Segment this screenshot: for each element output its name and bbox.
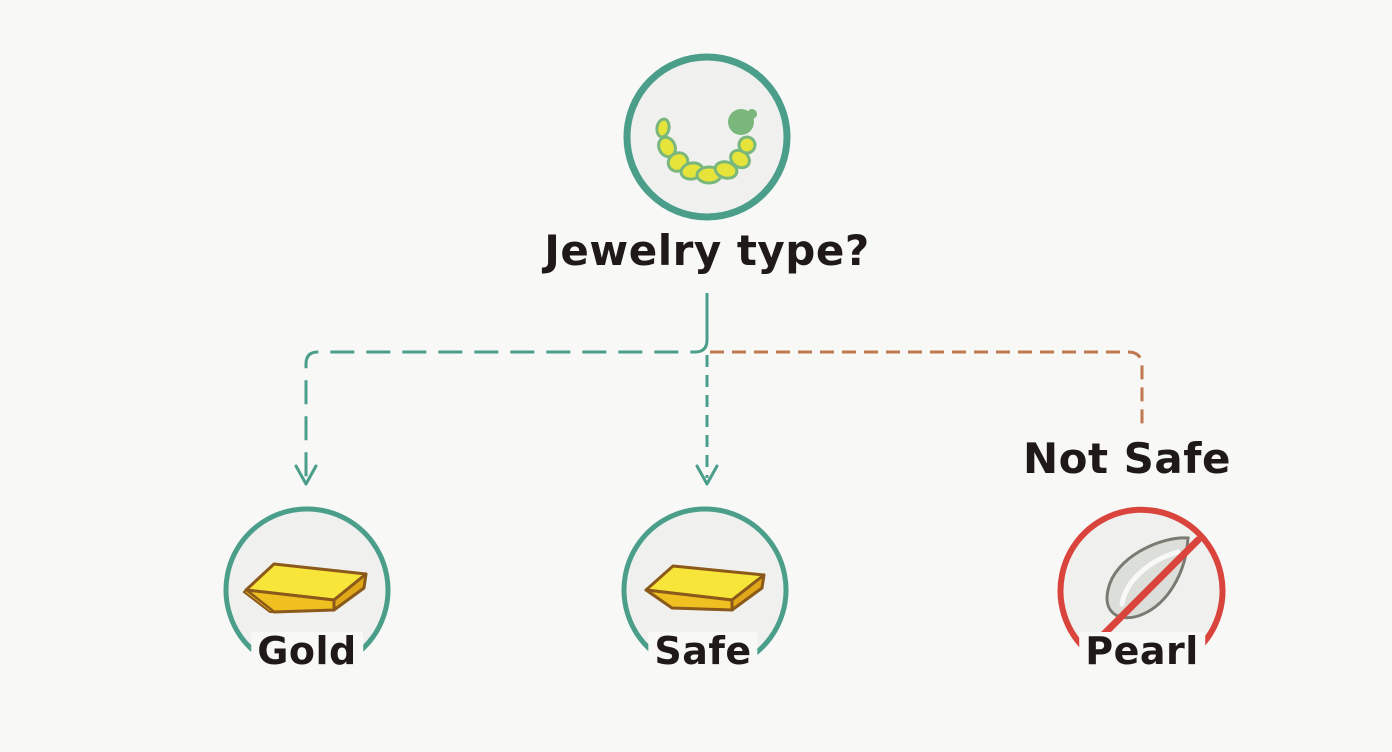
arrowhead-gold bbox=[294, 464, 318, 486]
root-label: Jewelry type? bbox=[544, 226, 870, 275]
gold-bar-icon bbox=[644, 564, 766, 612]
safe-node bbox=[621, 506, 789, 670]
branch-to-gold bbox=[304, 339, 709, 478]
gold-node-label: Gold bbox=[251, 631, 363, 672]
pearl-node bbox=[1057, 506, 1226, 670]
pearl-node-label: Pearl bbox=[1079, 631, 1205, 672]
root-node bbox=[623, 53, 791, 221]
arrowhead-safe bbox=[695, 464, 719, 486]
gold-bar-icon bbox=[242, 562, 368, 614]
gold-node bbox=[223, 506, 391, 670]
necklace-icon bbox=[655, 109, 757, 185]
root-node-circle bbox=[623, 53, 791, 221]
not-safe-label: Not Safe bbox=[1022, 434, 1232, 483]
connectors bbox=[294, 293, 1144, 486]
branch-to-pearl bbox=[710, 350, 1144, 428]
safe-node-label: Safe bbox=[648, 631, 758, 672]
